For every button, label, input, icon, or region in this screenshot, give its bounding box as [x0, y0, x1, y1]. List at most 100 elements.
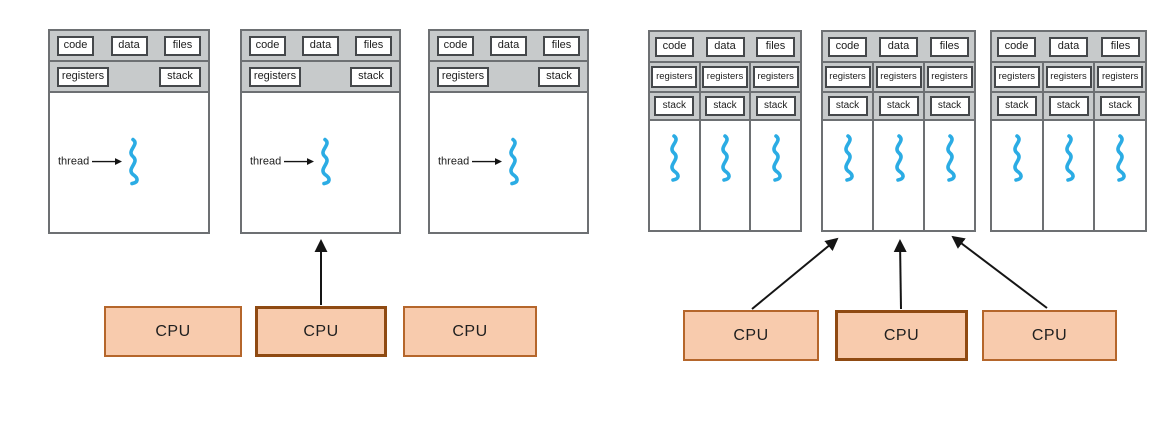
- process-box-single-2: code data files registers stack thread: [240, 29, 401, 234]
- registers-box: registers: [651, 66, 698, 88]
- registers-box: registers: [702, 66, 748, 88]
- registers-cell: registers: [925, 63, 974, 93]
- code-box: code: [655, 36, 694, 57]
- code-box: code: [57, 35, 94, 56]
- registers-box: registers: [926, 66, 973, 88]
- thread-column-1: registers stack: [650, 63, 701, 230]
- process-header-band: code data files: [823, 32, 974, 63]
- thread-pointer-arrow: [284, 157, 315, 165]
- thread-squiggle-icon: [843, 134, 854, 182]
- process-box-single-1: code data files registers stack thread: [48, 29, 210, 234]
- registers-cell: registers: [992, 63, 1042, 93]
- registers-box: registers: [249, 66, 301, 87]
- thread-column-3: registers stack: [1095, 63, 1146, 230]
- process-box-single-3: code data files registers stack thread: [428, 29, 589, 234]
- stack-box: stack: [1100, 96, 1141, 116]
- thread-column-2: registers stack: [1043, 63, 1096, 230]
- thread-row: thread: [438, 137, 521, 185]
- files-box: files: [1101, 36, 1140, 57]
- thread-column-1: registers stack: [823, 63, 874, 230]
- thread-area: [1095, 121, 1146, 230]
- thread-squiggle-icon: [894, 134, 905, 182]
- stack-cell: stack: [874, 93, 923, 121]
- thread-column-2: registers stack: [874, 63, 925, 230]
- thread-column-2: registers stack: [700, 63, 752, 230]
- thread-squiggle-icon: [321, 137, 331, 185]
- registers-cell: registers: [700, 63, 750, 93]
- cpu-box-right-1: CPU: [683, 310, 819, 361]
- thread-squiggle-icon: [129, 137, 139, 185]
- process-header-band: code data files: [650, 32, 800, 63]
- thread-squiggle-icon: [771, 134, 782, 182]
- thread-label: thread: [438, 155, 470, 168]
- thread-pointer-arrow: [92, 157, 123, 165]
- stack-box: stack: [929, 96, 970, 116]
- cpu-box-left-3: CPU: [403, 306, 537, 357]
- process-header-band: code data files: [992, 32, 1145, 63]
- data-box: data: [879, 36, 918, 57]
- stack-cell: stack: [925, 93, 974, 121]
- process-header-band: code data files: [242, 31, 399, 62]
- thread-columns: registers stack registers stack register…: [650, 63, 801, 230]
- stack-box: stack: [538, 66, 580, 87]
- stack-cell: stack: [1095, 93, 1146, 121]
- registers-box: registers: [1045, 66, 1092, 88]
- registers-box: registers: [752, 66, 799, 88]
- thread-area: thread: [430, 93, 587, 232]
- registers-stack-band: registers stack: [430, 62, 587, 93]
- process-box-multi-1: code data files registers stack register…: [648, 30, 802, 232]
- stack-box: stack: [159, 66, 201, 87]
- thread-squiggle-icon: [1064, 134, 1075, 182]
- registers-cell: registers: [650, 63, 699, 93]
- cpu-label: CPU: [883, 326, 920, 344]
- process-box-multi-3: code data files registers stack register…: [990, 30, 1147, 232]
- registers-cell: registers: [1095, 63, 1146, 93]
- stack-cell: stack: [992, 93, 1042, 121]
- registers-stack-band: registers stack: [50, 62, 208, 93]
- cpu-label: CPU: [452, 322, 488, 340]
- data-box: data: [110, 35, 148, 56]
- stack-box: stack: [705, 96, 745, 116]
- thread-area: [700, 121, 750, 230]
- stack-cell: stack: [823, 93, 872, 121]
- data-box: data: [705, 36, 745, 57]
- cpu-label: CPU: [155, 322, 191, 340]
- registers-box: registers: [437, 66, 489, 87]
- process-header-band: code data files: [430, 31, 587, 62]
- thread-column-3: registers stack: [925, 63, 974, 230]
- stack-box: stack: [878, 96, 919, 116]
- cpu-to-thread3-arrow-right: [951, 235, 1048, 309]
- registers-box: registers: [993, 66, 1040, 88]
- registers-cell: registers: [1043, 63, 1094, 93]
- files-box: files: [164, 35, 201, 56]
- thread-pointer-arrow: [472, 157, 503, 165]
- cpu-label: CPU: [733, 326, 769, 344]
- thread-area: [751, 121, 801, 230]
- stack-box: stack: [996, 96, 1037, 116]
- thread-squiggle-icon: [1116, 134, 1126, 182]
- thread-label: thread: [250, 155, 282, 168]
- stack-cell: stack: [1043, 93, 1094, 121]
- thread-squiggle-icon: [945, 134, 956, 182]
- data-box: data: [302, 35, 339, 56]
- registers-box: registers: [875, 66, 922, 88]
- registers-cell: registers: [751, 63, 801, 93]
- stack-box: stack: [350, 66, 392, 87]
- thread-squiggle-icon: [670, 134, 681, 182]
- stack-cell: stack: [751, 93, 801, 121]
- cpu-to-thread2-arrow-right: [893, 239, 907, 310]
- thread-row: thread: [58, 137, 141, 185]
- thread-label: thread: [58, 155, 90, 168]
- registers-box: registers: [1097, 66, 1144, 88]
- thread-squiggle-icon: [1013, 134, 1023, 182]
- data-box: data: [490, 35, 527, 56]
- thread-area: thread: [50, 93, 208, 232]
- thread-column-1: registers stack: [992, 63, 1044, 230]
- cpu-box-right-3: CPU: [982, 310, 1117, 361]
- thread-columns: registers stack registers stack register…: [992, 63, 1146, 230]
- data-box: data: [1049, 36, 1088, 57]
- thread-area: [992, 121, 1042, 230]
- process-box-multi-2: code data files registers stack register…: [821, 30, 976, 232]
- files-box: files: [756, 36, 795, 57]
